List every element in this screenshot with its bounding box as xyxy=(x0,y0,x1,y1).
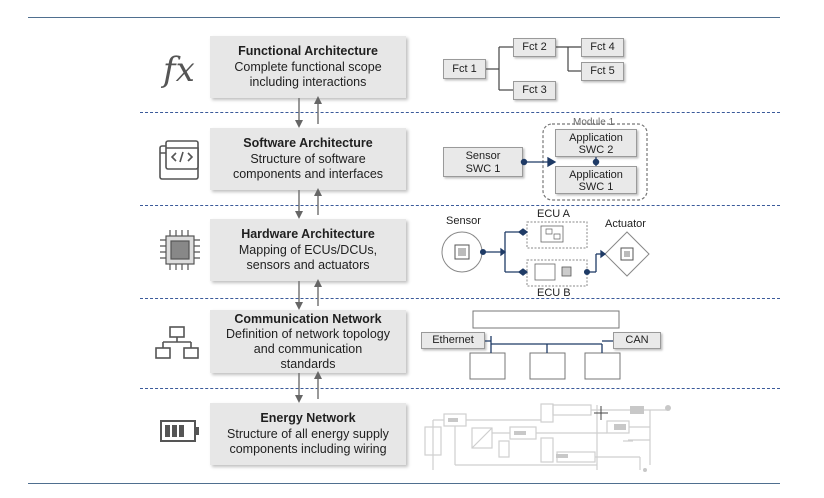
layer-arrows xyxy=(295,96,322,403)
layer-desc: components including wiring xyxy=(229,442,387,456)
top-rule xyxy=(28,17,780,18)
layer-desc: Definition of network topology xyxy=(226,327,390,341)
chip-icon xyxy=(160,230,200,270)
app-swc1-box: Application SWC 1 xyxy=(555,166,637,194)
sensor-swc-box: Sensor SWC 1 xyxy=(443,147,523,177)
software-connectors xyxy=(520,156,600,168)
layer-title: Hardware Architecture xyxy=(241,227,375,241)
actuator-label: Actuator xyxy=(605,218,646,230)
app-swc2-box: Application SWC 2 xyxy=(555,129,637,157)
box-line: SWC 2 xyxy=(578,144,614,156)
layer-separator xyxy=(140,205,780,206)
fct3-box: Fct 3 xyxy=(513,81,556,100)
function-connectors xyxy=(486,46,581,91)
actuator-node xyxy=(604,231,650,277)
box-line: Application xyxy=(569,132,623,144)
energy-network-box: Energy Network Structure of all energy s… xyxy=(210,403,406,465)
communication-network-box: Communication Network Definition of netw… xyxy=(210,310,406,373)
layer-desc: Complete functional scope xyxy=(234,59,382,74)
box-line: SWC 1 xyxy=(465,163,501,175)
software-architecture-box: Software Architecture Structure of softw… xyxy=(210,128,406,190)
functional-architecture-box: Functional Architecture Complete functio… xyxy=(210,36,406,98)
code-window-icon xyxy=(159,140,199,180)
hardware-connectors xyxy=(479,228,607,276)
layer-desc: Mapping of ECUs/DCUs, xyxy=(238,242,378,257)
box-line: Application xyxy=(569,169,623,181)
layer-desc: Structure of all energy supply xyxy=(227,426,389,441)
layer-desc: components and interfaces xyxy=(232,167,384,181)
fx-icon: fx xyxy=(163,50,195,90)
battery-icon xyxy=(160,420,199,442)
communication-bus xyxy=(485,336,613,353)
cursor-icon xyxy=(594,406,608,420)
layer-title: Energy Network xyxy=(260,411,356,425)
layer-desc: including interactions xyxy=(249,75,367,89)
layer-title: Communication Network xyxy=(234,312,382,326)
sensor-label: Sensor xyxy=(446,215,481,227)
sensor-node xyxy=(441,231,483,273)
energy-wiring xyxy=(424,403,668,470)
communication-topology xyxy=(469,310,621,380)
fct1-box: Fct 1 xyxy=(443,59,486,79)
ecu-b-label: ECU B xyxy=(537,287,571,299)
bottom-rule xyxy=(28,483,780,484)
layer-title: Functional Architecture xyxy=(238,44,378,58)
box-line: Sensor xyxy=(465,150,501,162)
layer-separator xyxy=(140,112,780,113)
hardware-architecture-box: Hardware Architecture Mapping of ECUs/DC… xyxy=(210,219,406,281)
ecu-a-box xyxy=(526,221,588,249)
network-icon xyxy=(155,326,199,359)
can-box: CAN xyxy=(613,332,661,349)
fct2-box: Fct 2 xyxy=(513,38,556,57)
fct4-box: Fct 4 xyxy=(581,38,624,57)
ecu-a-label: ECU A xyxy=(537,208,571,220)
module-label: Module 1 xyxy=(571,117,617,128)
layer-separator xyxy=(140,388,780,389)
ethernet-box: Ethernet xyxy=(421,332,485,349)
layer-desc: sensors and actuators xyxy=(246,258,370,272)
layer-desc: and communication xyxy=(253,342,363,356)
ecu-b-box xyxy=(526,259,588,287)
fct5-box: Fct 5 xyxy=(581,62,624,81)
layer-separator xyxy=(140,298,780,299)
layer-desc: Structure of software xyxy=(250,151,366,166)
box-line: SWC 1 xyxy=(578,181,614,193)
layer-title: Software Architecture xyxy=(243,136,373,150)
layer-desc: standards xyxy=(280,357,336,371)
energy-fills xyxy=(448,405,671,472)
